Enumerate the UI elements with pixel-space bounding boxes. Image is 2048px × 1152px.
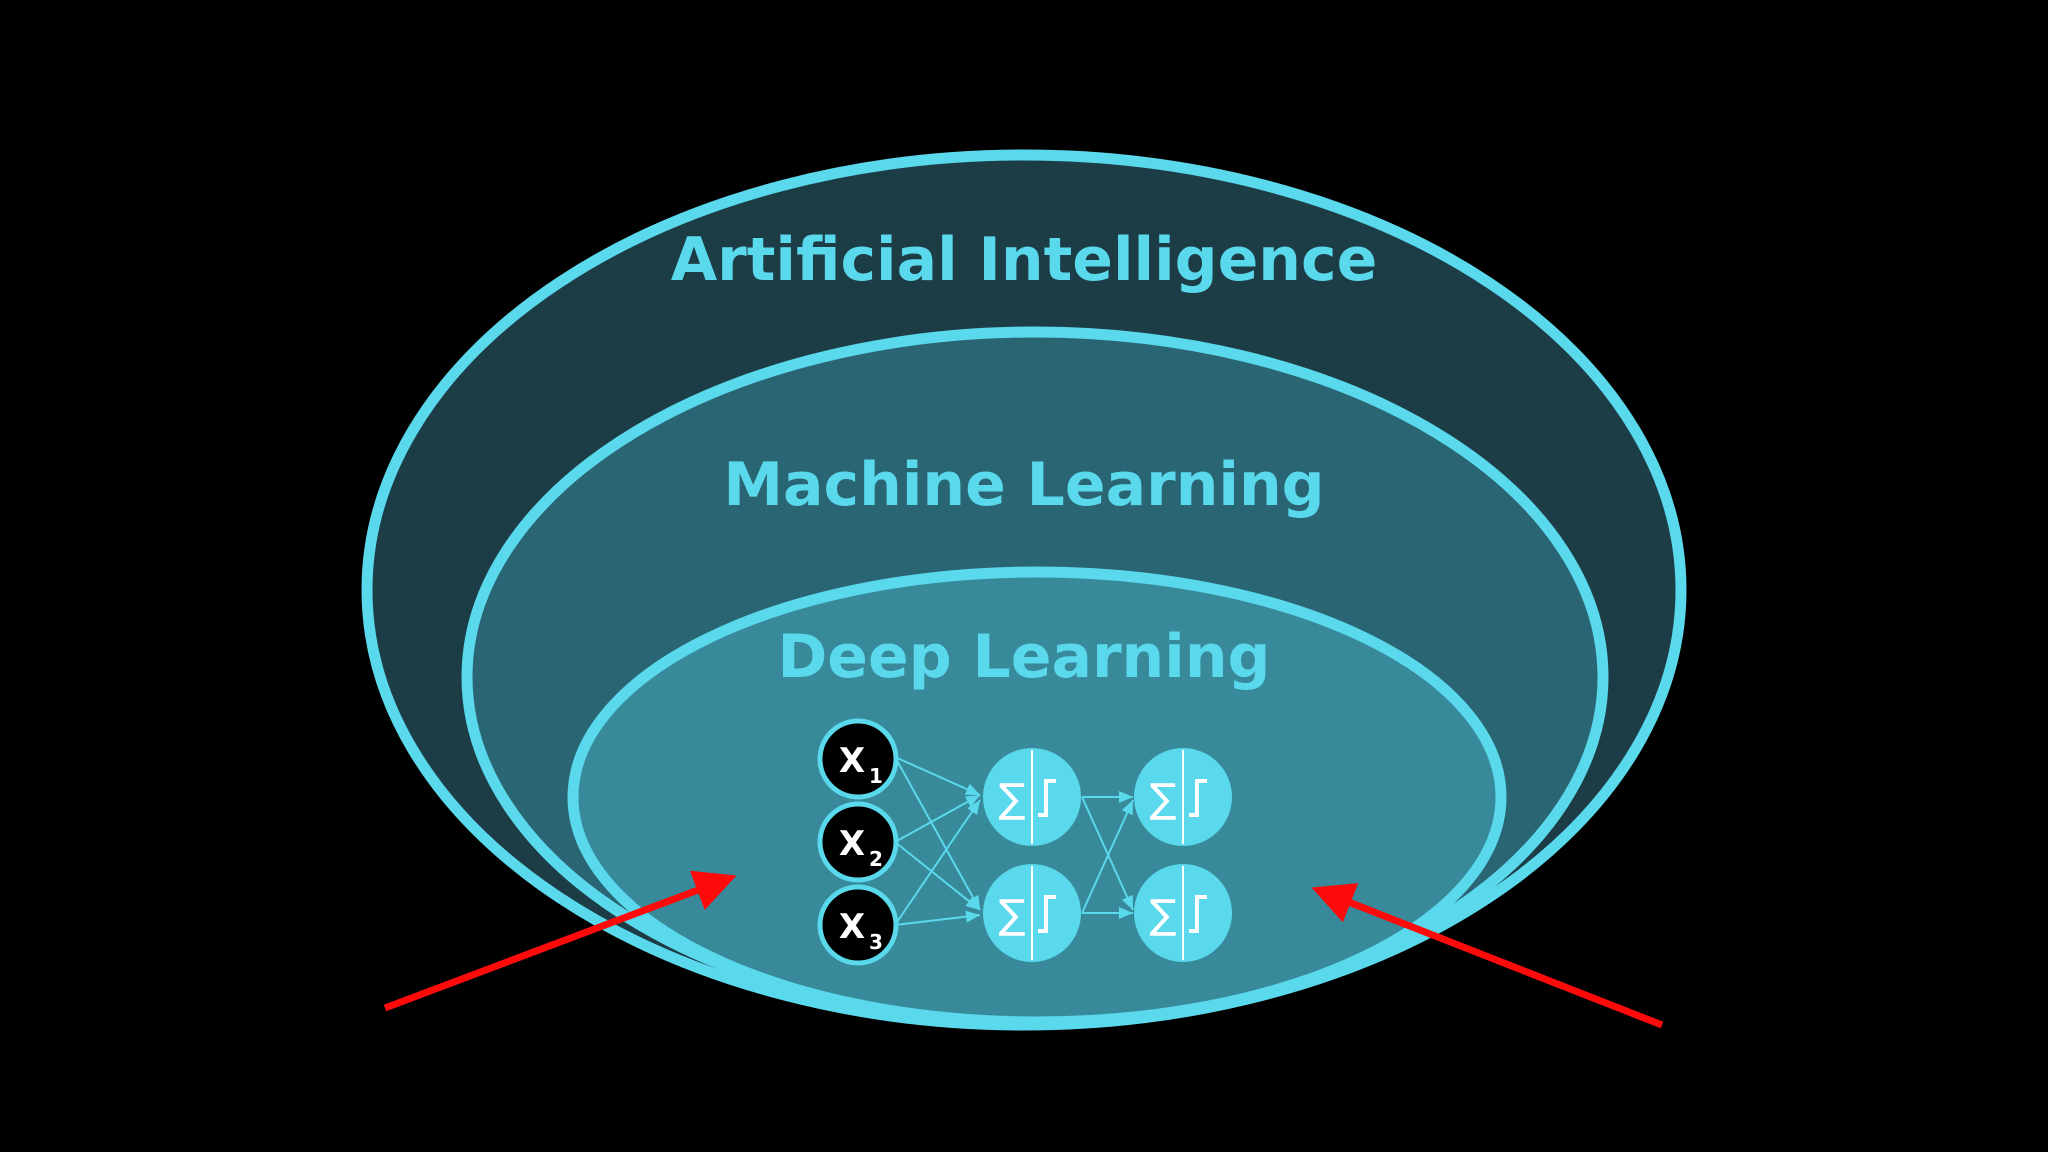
input-node-2: X 2: [817, 801, 899, 883]
sum-symbol: ∑: [1150, 776, 1177, 822]
input-node-1-sub: 1: [869, 764, 883, 788]
ai-label: Artificial Intelligence: [671, 225, 1378, 295]
network-connections: [894, 756, 1134, 926]
neuron-h2-1: ∑: [1134, 748, 1232, 846]
sum-symbol: ∑: [999, 776, 1026, 822]
dl-label: Deep Learning: [778, 622, 1271, 692]
arrow-left: [383, 870, 737, 1012]
sum-symbol: ∑: [1150, 892, 1177, 938]
input-node-3-sub: 3: [869, 930, 883, 954]
neuron-h1-2: ∑: [983, 864, 1081, 962]
input-node-1: X 1: [817, 718, 899, 800]
input-node-3-base: X: [839, 907, 865, 947]
neuron-h1-1: ∑: [983, 748, 1081, 846]
input-node-3: X 3: [817, 884, 899, 966]
arrow-right: [1311, 883, 1664, 1029]
step-activation-icon: [1189, 895, 1207, 933]
sum-symbol: ∑: [999, 892, 1026, 938]
step-activation-icon: [1038, 895, 1056, 933]
neuron-h2-2: ∑: [1134, 864, 1232, 962]
step-activation-icon: [1038, 779, 1056, 817]
step-activation-icon: [1189, 779, 1207, 817]
input-node-1-base: X: [839, 741, 865, 781]
ml-label: Machine Learning: [723, 450, 1324, 520]
input-node-2-sub: 2: [869, 847, 883, 871]
input-node-2-base: X: [839, 824, 865, 864]
